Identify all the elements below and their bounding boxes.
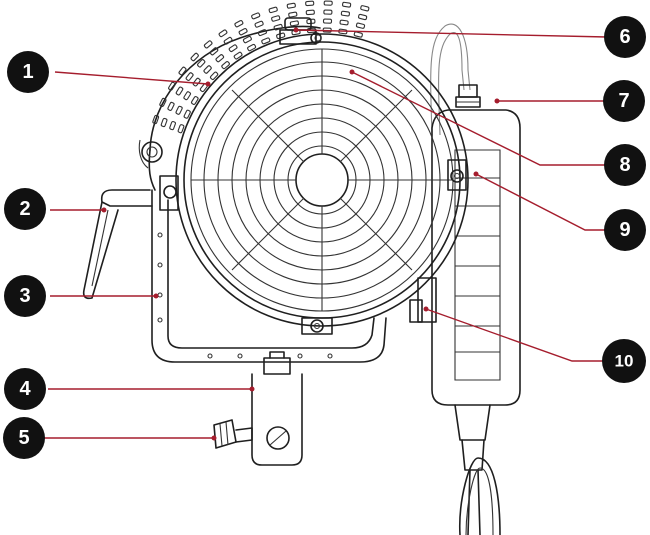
cooling-fin-slot	[273, 23, 283, 31]
cooling-fin-slot	[234, 20, 244, 28]
cooling-fin-slot	[221, 61, 230, 70]
svg-text:7: 7	[618, 90, 629, 112]
cooling-fin-slot	[192, 77, 201, 87]
cooling-fin-slot	[177, 124, 185, 134]
accessory-clips	[159, 34, 467, 335]
cooling-fin-slot	[197, 59, 206, 68]
cooling-fin-slot	[323, 0, 333, 6]
cooling-fin-slot	[190, 52, 199, 62]
cooling-fin-slot	[191, 96, 199, 105]
cooling-fin-slot	[203, 65, 212, 74]
svg-text:4: 4	[19, 378, 31, 400]
callout-9: 9	[604, 209, 646, 251]
cooling-fin-slot	[322, 18, 333, 24]
cooling-fin-slot	[175, 105, 183, 115]
cooling-fin-slot	[257, 29, 267, 37]
leader-lines	[44, 27, 608, 441]
callout-7: 7	[603, 80, 645, 122]
cooling-fin-slot	[168, 81, 176, 91]
cable-connector	[455, 84, 481, 108]
cooling-fin-slot	[209, 71, 219, 80]
cooling-fin-slot	[268, 6, 278, 14]
callout-3: 3	[4, 275, 46, 317]
cooling-fin-slot	[152, 114, 160, 125]
callout-8: 8	[604, 144, 646, 186]
cooling-fin-slot	[358, 13, 368, 21]
cooling-fin-slot	[305, 0, 315, 7]
cooling-fin-slot	[340, 10, 350, 17]
cooling-fin-slot	[254, 20, 264, 28]
svg-text:10: 10	[615, 352, 634, 371]
svg-text:2: 2	[19, 198, 30, 220]
svg-text:9: 9	[619, 219, 630, 241]
cooling-fin-slot	[286, 2, 296, 9]
cooling-fin-slot	[305, 9, 315, 16]
cooling-fin-slot	[289, 20, 299, 27]
leader-1	[54, 71, 209, 85]
cooling-fin-slot	[261, 37, 271, 45]
cooling-fin-slot	[185, 72, 194, 81]
leader-8	[351, 71, 607, 166]
svg-text:5: 5	[18, 427, 29, 449]
cooling-fin-slot	[238, 28, 248, 36]
control-box	[409, 109, 521, 471]
cooling-fin-slot	[223, 36, 233, 45]
cooling-fin-slot	[159, 97, 167, 107]
yoke-bracket	[151, 189, 387, 363]
cooling-fin-slot	[215, 54, 225, 63]
cooling-fin-slot	[228, 44, 238, 53]
callout-10: 10	[602, 339, 646, 383]
cooling-fin-slot	[251, 12, 261, 20]
cooling-fin-slot	[342, 1, 352, 8]
cooling-fin-slot	[242, 35, 252, 44]
cooling-fin-slot	[203, 40, 213, 49]
callout-2: 2	[4, 188, 46, 230]
cooling-fin-slot	[323, 9, 333, 15]
rear-housing	[138, 25, 321, 191]
cooling-fin-slot	[247, 43, 257, 52]
svg-text:8: 8	[619, 154, 630, 176]
fresnel-lens	[175, 33, 469, 327]
leader-10	[425, 308, 604, 362]
callout-1: 1	[7, 51, 49, 93]
spigot-mount	[213, 351, 303, 466]
leader-9	[475, 173, 607, 231]
callout-5: 5	[3, 417, 45, 459]
cooling-fin-slot	[175, 86, 184, 96]
cooling-fin-slot	[233, 51, 243, 60]
tilt-lock-handle	[82, 189, 153, 300]
fresnel-light-illustration	[82, 0, 521, 535]
cooling-fins	[152, 0, 370, 134]
svg-text:6: 6	[619, 26, 630, 48]
cooling-fin-slot	[183, 109, 191, 119]
cooling-fin-slot	[271, 15, 281, 22]
cooling-fin-slot	[353, 31, 363, 38]
cooling-fin-slot	[360, 5, 370, 12]
cooling-fin-slot	[169, 121, 176, 131]
cooling-fin-slot	[339, 19, 349, 26]
cooling-fin-slot	[183, 91, 191, 101]
cooling-fin-slot	[218, 29, 228, 38]
cooling-fin-slot	[167, 101, 175, 111]
svg-text:3: 3	[19, 285, 30, 307]
svg-text:1: 1	[22, 61, 33, 83]
callout-6: 6	[604, 16, 646, 58]
cooling-fin-slot	[178, 66, 187, 76]
cooling-fin-slot	[355, 22, 366, 29]
leader-6	[295, 29, 608, 38]
cooling-fin-slot	[288, 11, 298, 18]
callout-4: 4	[4, 368, 46, 410]
power-cable	[430, 23, 471, 136]
cooling-fin-slot	[209, 47, 219, 56]
cooling-fin-slot	[160, 117, 168, 128]
